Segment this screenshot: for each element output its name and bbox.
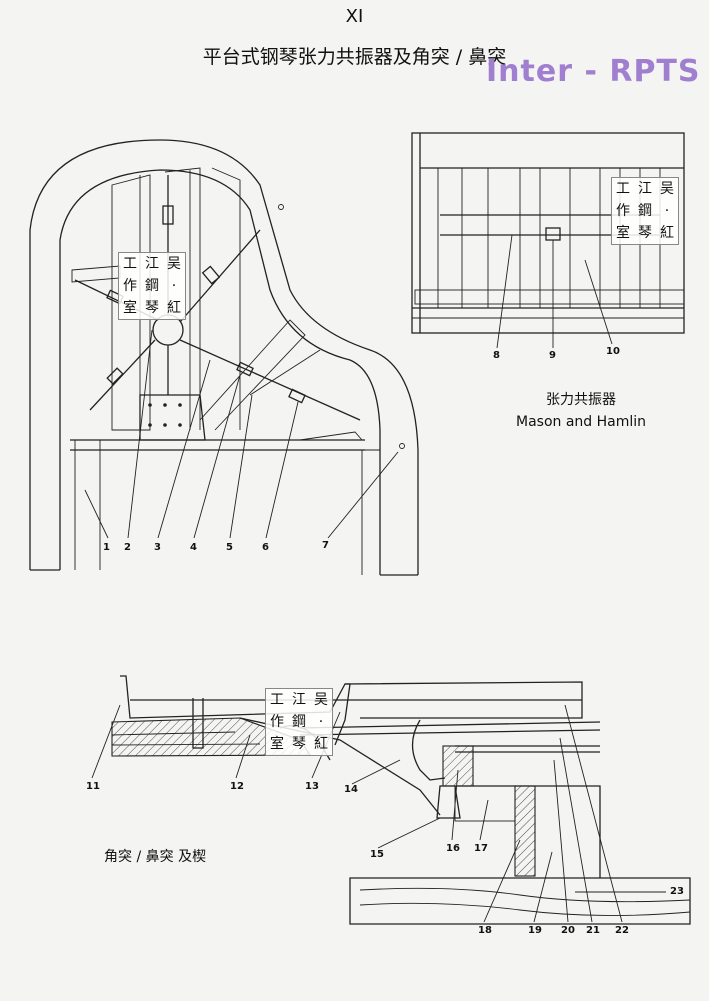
part-label-6: 6 [262,542,269,553]
part-label-18: 18 [478,925,492,936]
studio-stamp-2: 工江吴 作鋼· 室琴紅 [611,177,679,245]
part-label-8: 8 [493,350,500,361]
part-label-14: 14 [344,784,358,795]
agraffe-section-drawing [91,675,691,925]
resonator-caption-en: Mason and Hamlin [516,414,647,430]
part-label-11: 11 [86,781,100,792]
studio-stamp-1: 工江吴 作鋼· 室琴紅 [118,252,186,320]
part-label-19: 19 [528,925,542,936]
part-label-22: 22 [615,925,629,936]
agraffe-caption: 角突 / 鼻突 及楔 [104,849,207,865]
part-label-9: 9 [549,350,556,361]
part-label-3: 3 [154,542,161,553]
studio-stamp-3: 工江吴 作鋼· 室琴紅 [265,688,333,756]
part-label-15: 15 [370,849,384,860]
part-label-10: 10 [606,346,620,357]
resonator-drawing [411,132,685,349]
part-label-4: 4 [190,542,197,553]
part-label-1: 1 [103,542,110,553]
part-label-21: 21 [586,925,600,936]
part-label-16: 16 [446,843,460,854]
part-label-12: 12 [230,781,244,792]
page-title: 平台式钢琴张力共振器及角突 / 鼻突 [202,46,507,68]
watermark-logo: Inter - RPTS [486,54,701,89]
part-label-2: 2 [124,542,131,553]
part-label-20: 20 [561,925,575,936]
part-label-5: 5 [226,542,233,553]
part-label-13: 13 [305,781,319,792]
page-number: XI [345,6,364,27]
part-label-17: 17 [474,843,488,854]
piano-case-drawing [29,139,419,576]
part-label-23: 23 [670,886,684,897]
resonator-caption-cn: 张力共振器 [546,392,616,408]
part-label-7: 7 [322,540,329,551]
